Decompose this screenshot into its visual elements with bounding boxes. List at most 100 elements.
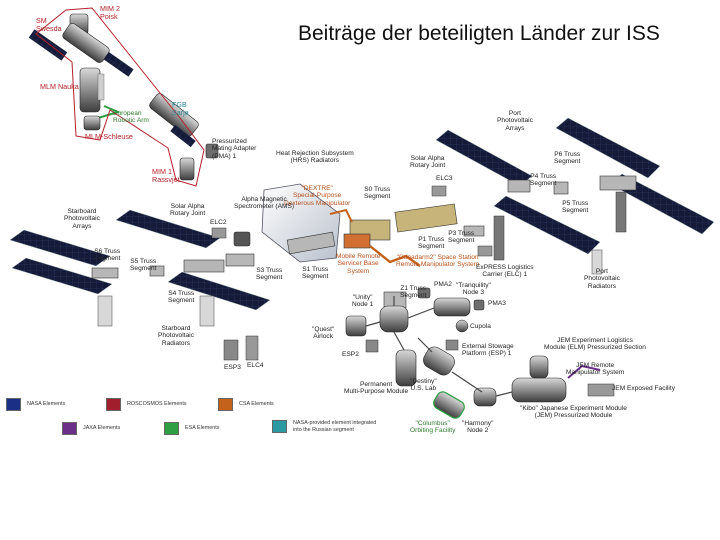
dextre-manipulator [329,208,353,223]
s1-truss [286,231,336,255]
port-arrays [435,117,715,275]
port-array-2 [493,195,601,255]
port-array-1 [435,129,533,187]
label-mbs: Mobile Remote Servicer Base System [336,253,381,275]
legend-item-csa: CSA Elements [218,398,274,411]
p4-truss [507,179,531,193]
p6-radiator [615,191,627,233]
pma1-stub [493,215,505,261]
s3-truss [225,253,255,267]
label-kibo: "Kibo" Japanese Experiment Module (JEM) … [520,405,627,420]
label-p6: P6 Truss Segment [554,151,581,166]
legend-item-nasa: NASA Elements [6,398,65,411]
label-unity: "Unity" Node 1 [352,294,374,309]
legend-swatch-roscosmos [106,398,121,411]
russian-outline [35,7,205,187]
label-ams: Alpha Magnetic Spectrometer (AMS) [234,196,295,211]
european-robotic-arm [97,105,121,119]
legend-label-csa: CSA Elements [239,401,274,408]
sm-solar-panel-right [103,52,134,77]
legend-label-roscosmos: ROSCOSMOS Elements [127,401,187,408]
tranquility-node3 [433,297,471,317]
destiny-lab [423,346,455,376]
starboard-arrays [9,209,271,361]
label-mlm-schleuse: MLM-Schleuse [85,132,133,141]
label-dextre: "DEXTRE" Special-Purpose Dexterous Manip… [284,185,351,207]
quest-airlock [345,315,367,337]
elc3-carrier [431,185,447,197]
esp3-platform [223,339,239,361]
label-jem-ef: JEM Exposed Facility [612,385,676,392]
label-quest: "Quest" Airlock [312,326,335,341]
mlm-module [79,67,101,113]
sm-solar-panel [28,29,68,61]
stbd-radiator [199,295,215,327]
label-elc3: ELC3 [436,175,453,182]
legend-swatch-nasa-russian [272,420,287,433]
label-destiny: "Destiny" U.S. Lab [410,378,437,393]
label-s6: S6 Truss Segment [94,248,121,263]
mim1-module [179,157,195,181]
label-esp3: ESP3 [224,364,241,371]
permanent-mpm [395,349,417,387]
module-connectors [365,296,513,397]
harmony-node2 [473,387,497,407]
stbd-array-outer-lower [11,257,113,295]
unity-node1 [379,305,409,333]
s5-truss [149,265,165,277]
mobile-base-system [343,233,371,249]
label-elc2: ELC2 [210,219,227,226]
slide-title: Beiträge der beteiligten Länder zur ISS [298,22,660,45]
kibo-module [511,377,567,403]
label-sarj-stbd: Solar Alpha Rotary Joint [170,203,206,218]
label-sm: SM Swesda [36,16,62,33]
label-esp1: External Stowage Platform (ESP) 1 [462,343,514,358]
label-mim1: MIM 1 Rassvjet [152,167,180,184]
p1-truss [394,203,458,233]
legend-label-jaxa: JAXA Elements [83,425,121,432]
label-mlm: MLM Nauka [40,82,79,91]
legend-item-esa: ESA Elements [164,422,219,435]
pma3 [473,299,485,311]
russian-segment [28,7,219,187]
p6-truss [599,175,637,191]
label-pma1: Pressurized Mating Adapter (PMA) 1 [212,138,257,160]
label-tranquility: "Tranquility" Node 3 [456,282,491,297]
port-radiator [591,249,603,275]
columbus-module [433,391,465,419]
label-era: European Robotic Arm [113,110,149,125]
esp2-platform [365,339,379,353]
s4-truss [183,259,225,273]
truss-assembly [9,117,715,361]
cupola [455,319,469,333]
legend-label-nasa: NASA Elements [27,401,66,408]
port-array-3 [555,117,661,179]
jem-exposed-facility [587,383,615,397]
label-port-rad: Port Photovoltaic Radiators [584,268,620,290]
label-esp2: ESP2 [342,351,359,358]
legend-item-roscosmos: ROSCOSMOS Elements [106,398,187,411]
legend-item-nasa-russian: NASA-provided element integrated into th… [272,420,376,433]
label-elc4: ELC4 [247,362,264,369]
mlm-airlock [83,115,101,131]
legend-label-esa: ESA Elements [185,425,220,432]
canadarm2 [369,245,421,267]
stbd-array-outer-upper [9,229,111,267]
label-p1: P1 Truss Segment [418,236,445,251]
label-sarj-port: Solar Alpha Rotary Joint [410,155,446,170]
mlm-radiator [97,73,105,101]
legend-swatch-esa [164,422,179,435]
stbd-array-inner-lower [167,271,271,311]
label-canadarm: "Canadarm2" Space Station Remote Manipul… [396,254,480,269]
label-fgb: FGB Sarja [172,100,189,117]
legend-label-nasa-russian: NASA-provided element integrated into th… [293,420,377,433]
label-s1: S1 Truss Segment [302,266,329,281]
label-cupola: Cupola [470,323,491,330]
jem-rms-arm [567,364,601,379]
elc1-carrier [477,245,493,257]
legend-swatch-nasa [6,398,21,411]
label-s3: S3 Truss Segment [256,267,283,282]
pma1-adapter [205,143,219,159]
p3-truss [463,225,485,237]
